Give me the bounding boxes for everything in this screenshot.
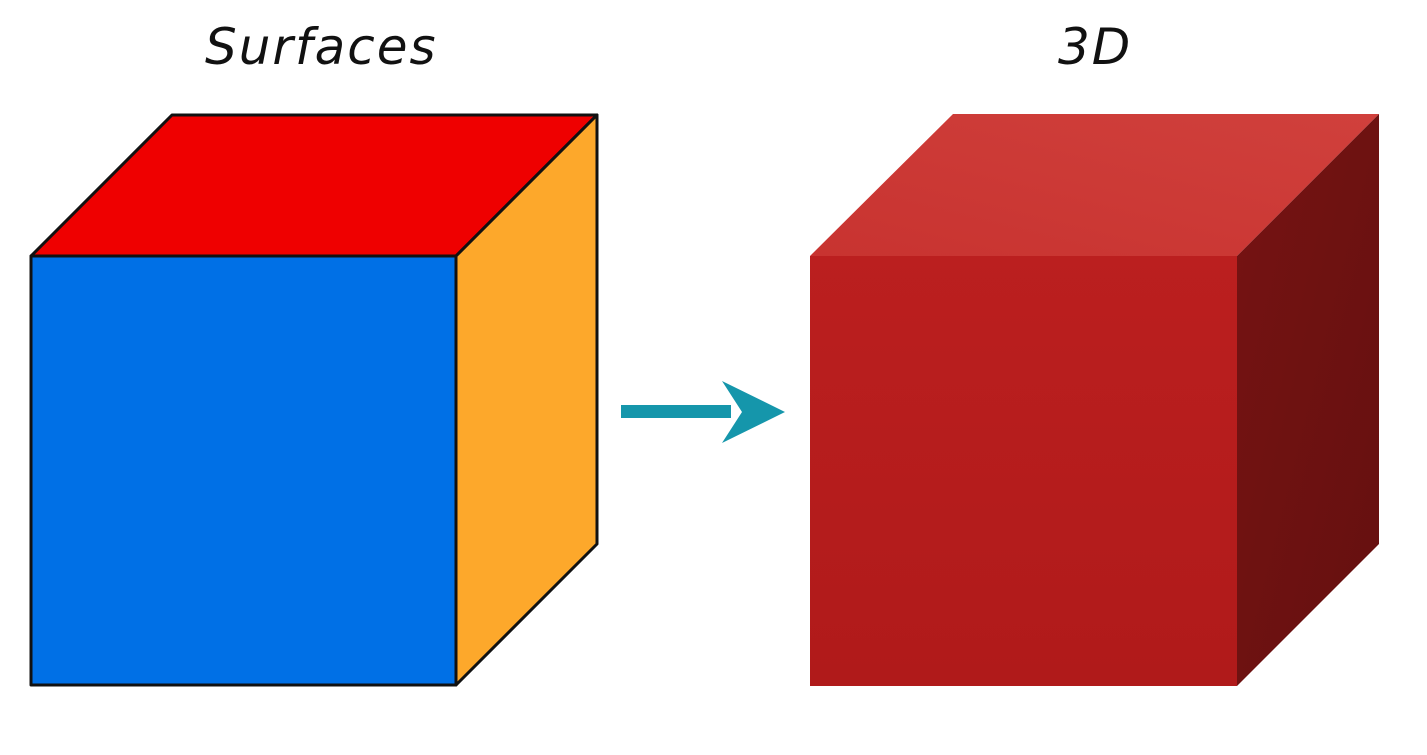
solid-cube-top-face [810,114,1379,256]
3d-title: 3D [1058,18,1133,76]
solid-cube-front-face [810,256,1237,686]
solid-cube-side-face [1237,114,1379,686]
surfaces-cube [29,113,599,687]
surfaces-title: Surfaces [205,18,438,76]
surfaces-cube-front-face [29,254,458,687]
transform-arrow-icon [621,381,785,443]
solid-3d-cube [810,114,1379,686]
